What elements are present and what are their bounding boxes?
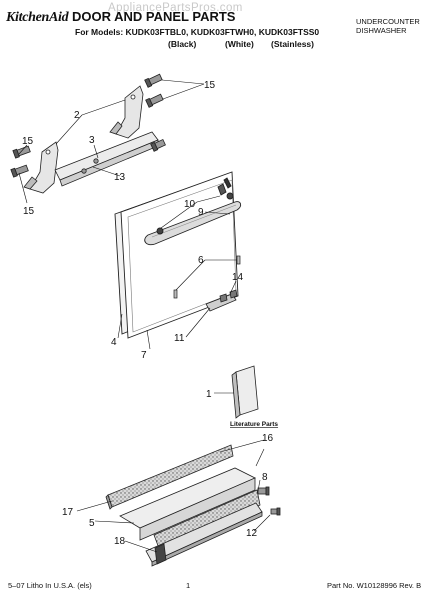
screw-group: [10, 73, 166, 178]
callout-1: 1: [206, 389, 212, 400]
color-stainless: (Stainless): [271, 39, 314, 49]
footer-litho: 5–07 Litho In U.S.A. (els): [8, 581, 92, 590]
callout-18: 18: [114, 536, 126, 547]
brand-logo: KitchenAid: [6, 10, 69, 25]
callout-13: 13: [114, 172, 126, 183]
callout-3: 3: [89, 135, 95, 146]
hinge-bracket-right: [109, 85, 144, 139]
models-line: For Models: KUDK03FTBL0, KUDK03FTWH0, KU…: [75, 27, 320, 37]
toe-kick-assembly: [105, 444, 281, 567]
callout-4: 4: [111, 337, 117, 348]
callout-15: 15: [22, 136, 34, 147]
callout-labels: 15 2 3 15 13 15 10 9 6 14 4 7 11 1 16 8 …: [22, 80, 274, 547]
page-title: KitchenAid DOOR AND PANEL PARTS: [6, 9, 235, 26]
door-handle: [144, 192, 242, 246]
color-white: (White): [225, 39, 254, 49]
footer-part-number: Part No. W10128996 Rev. B: [327, 581, 422, 590]
callout-2: 2: [74, 110, 80, 121]
callout-8: 8: [262, 472, 268, 483]
door-panel: [114, 171, 239, 339]
callout-15: 15: [204, 80, 216, 91]
leader-lines: [18, 79, 271, 553]
product-type: UNDERCOUNTER DISHWASHER: [356, 17, 420, 35]
diagram-title: DOOR AND PANEL PARTS: [71, 9, 236, 24]
watermark-text: AppliancePartsPros.com: [108, 2, 243, 14]
callout-17: 17: [62, 507, 74, 518]
footer-page-number: 1: [186, 581, 191, 590]
callout-16: 16: [262, 433, 274, 444]
product-type-line2: DISHWASHER: [356, 26, 407, 35]
door-channel: [54, 131, 159, 187]
color-black: (Black): [168, 39, 197, 49]
bottom-trim: [205, 289, 238, 312]
callout-12: 12: [246, 528, 258, 539]
callout-15: 15: [23, 206, 35, 217]
callout-5: 5: [89, 518, 95, 529]
callout-6: 6: [198, 255, 204, 266]
callout-11: 11: [174, 333, 185, 344]
callout-7: 7: [141, 350, 147, 361]
callout-14: 14: [232, 272, 244, 283]
literature-book: [231, 365, 259, 419]
product-type-line1: UNDERCOUNTER: [356, 17, 420, 26]
callout-9: 9: [198, 207, 204, 218]
hinge-bracket-left: [23, 141, 59, 194]
panel-spacers: [173, 255, 241, 299]
literature-parts-label: Literature Parts: [230, 421, 278, 428]
callout-10: 10: [184, 199, 196, 210]
